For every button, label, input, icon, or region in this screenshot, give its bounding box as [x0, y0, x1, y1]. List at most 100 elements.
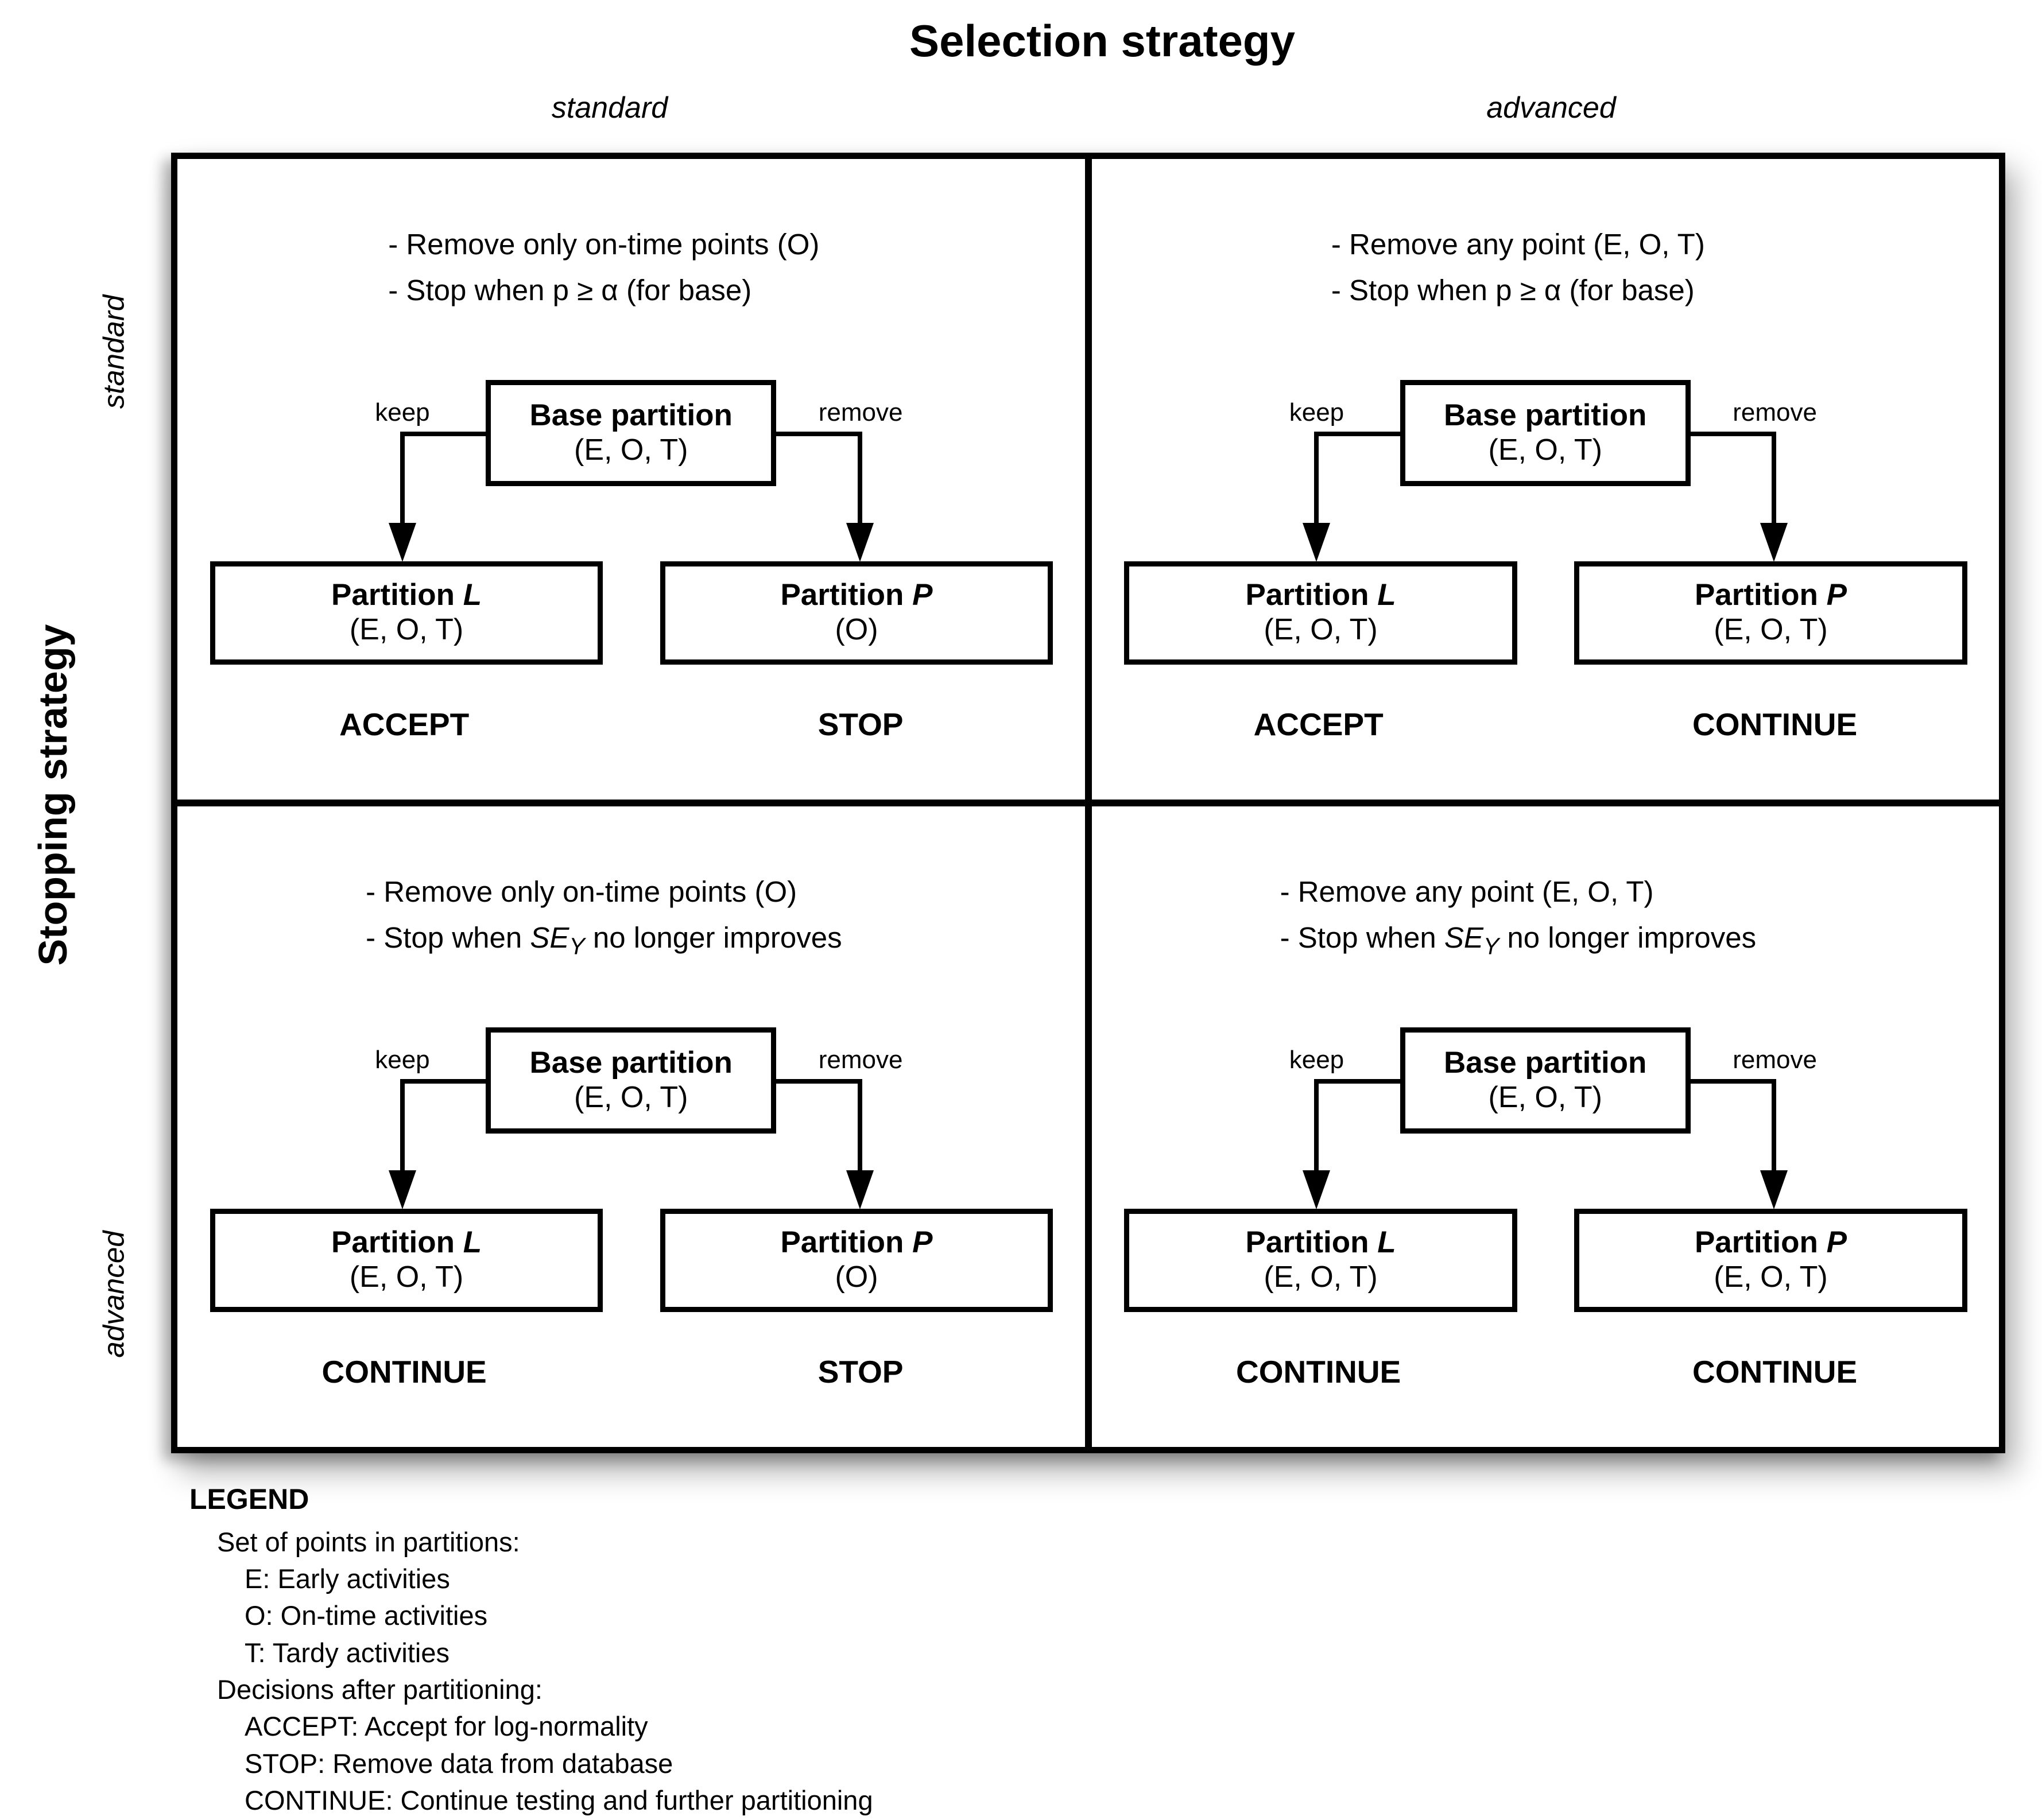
partition-p-set: (E, O, T) [1714, 1260, 1828, 1294]
column-label-standard: standard [551, 91, 668, 125]
base-partition-box: Base partition (E, O, T) [1400, 380, 1691, 487]
legend-line: Set of points in partitions: [217, 1526, 520, 1557]
base-partition-box: Base partition (E, O, T) [486, 1027, 777, 1134]
base-partition-box: Base partition (E, O, T) [1400, 1027, 1691, 1134]
legend-line: CONTINUE: Continue testing and further p… [245, 1785, 873, 1816]
keep-connector-horizontal [1316, 432, 1402, 437]
remove-connector-horizontal [775, 432, 861, 437]
decision-partition-l: ACCEPT [1253, 707, 1384, 743]
keep-arrowhead-icon [388, 1170, 416, 1209]
legend-line: E: Early activities [245, 1563, 450, 1594]
decision-partition-l: CONTINUE [1236, 1354, 1401, 1390]
remove-connector-vertical [1772, 1079, 1777, 1174]
partition-p-title: Partition P [780, 1225, 933, 1260]
row-label-advanced: advanced [97, 1231, 130, 1358]
partition-l-title: Partition L [1245, 1225, 1396, 1260]
decision-partition-l: ACCEPT [339, 707, 470, 743]
rule-stop: - Stop when SEY no longer improves [1280, 921, 1757, 960]
base-partition-box: Base partition (E, O, T) [486, 380, 777, 487]
remove-edge-label: remove [1733, 398, 1817, 427]
rule-remove: - Remove any point (E, O, T) [1331, 228, 1705, 261]
base-partition-title: Base partition [529, 398, 733, 433]
remove-edge-label: remove [818, 398, 903, 427]
base-partition-set: (E, O, T) [1488, 1081, 1602, 1115]
remove-connector-vertical [1772, 432, 1777, 527]
se-symbol: SE [1444, 921, 1483, 954]
keep-edge-label: keep [1289, 1046, 1344, 1074]
base-partition-title: Base partition [529, 1046, 733, 1080]
selection-strategy-title: Selection strategy [909, 15, 1295, 66]
quadrant-rules: - Remove any point (E, O, T) - Stop when… [1331, 222, 1705, 317]
remove-connector-horizontal [775, 1079, 861, 1084]
remove-connector-horizontal [1690, 1079, 1775, 1084]
partition-l-set: (E, O, T) [349, 1260, 464, 1294]
partition-p-box: Partition P (E, O, T) [1574, 561, 1967, 665]
decision-partition-p: CONTINUE [1692, 1354, 1858, 1390]
quadrant-rules: - Remove only on-time points (O) - Stop … [366, 869, 842, 965]
partition-p-set: (O) [835, 613, 878, 647]
base-partition-set: (E, O, T) [574, 1081, 688, 1115]
partition-l-box: Partition L (E, O, T) [210, 1208, 603, 1312]
rule-stop: - Stop when p ≥ α (for base) [388, 273, 752, 306]
base-partition-set: (E, O, T) [1488, 433, 1602, 467]
quadrant-rules: - Remove any point (E, O, T) - Stop when… [1280, 869, 1757, 965]
remove-connector-vertical [857, 432, 862, 527]
stopping-strategy-axis-label: Stopping strategy [30, 624, 75, 966]
quadrant-rules: - Remove only on-time points (O) - Stop … [388, 222, 819, 317]
remove-arrowhead-icon [1760, 1170, 1788, 1209]
keep-connector-vertical [400, 1079, 405, 1174]
se-symbol: SE [530, 921, 569, 954]
legend-line: O: On-time activities [245, 1600, 488, 1631]
rule-remove: - Remove only on-time points (O) [366, 875, 797, 909]
remove-arrowhead-icon [846, 1170, 874, 1209]
remove-arrowhead-icon [846, 522, 874, 562]
quadrant-standard-standard: - Remove only on-time points (O) - Stop … [177, 159, 1088, 803]
keep-connector-vertical [400, 432, 405, 527]
remove-arrowhead-icon [1760, 522, 1788, 562]
decision-partition-p: STOP [817, 707, 904, 743]
quadrant-standard-advanced: - Remove only on-time points (O) - Stop … [177, 803, 1088, 1447]
partition-p-box: Partition P (E, O, T) [1574, 1208, 1967, 1312]
keep-edge-label: keep [1289, 398, 1344, 427]
partition-l-set: (E, O, T) [1264, 613, 1378, 647]
keep-connector-horizontal [402, 1079, 488, 1084]
rule-remove: - Remove any point (E, O, T) [1280, 875, 1654, 909]
legend-line: Decisions after partitioning: [217, 1674, 543, 1705]
decision-partition-p: CONTINUE [1692, 707, 1858, 743]
partition-p-box: Partition P (O) [660, 561, 1053, 665]
remove-connector-horizontal [1690, 432, 1775, 437]
decision-partition-p: STOP [817, 1354, 904, 1390]
legend-line: STOP: Remove data from database [245, 1748, 673, 1779]
base-partition-set: (E, O, T) [574, 433, 688, 467]
keep-connector-vertical [1314, 1079, 1319, 1174]
remove-edge-label: remove [818, 1046, 903, 1074]
keep-arrowhead-icon [1303, 522, 1331, 562]
keep-connector-horizontal [1316, 1079, 1402, 1084]
partition-p-set: (E, O, T) [1714, 613, 1828, 647]
rule-stop: - Stop when p ≥ α (for base) [1331, 273, 1695, 306]
rule-remove: - Remove only on-time points (O) [388, 228, 820, 261]
decision-partition-l: CONTINUE [321, 1354, 487, 1390]
strategy-matrix: - Remove only on-time points (O) - Stop … [171, 153, 2005, 1453]
keep-connector-horizontal [402, 432, 488, 437]
partition-p-title: Partition P [1694, 578, 1847, 612]
base-partition-title: Base partition [1444, 398, 1647, 433]
legend-title: LEGEND [189, 1483, 309, 1515]
partition-l-box: Partition L (E, O, T) [1124, 561, 1517, 665]
rule-stop: - Stop when SEY no longer improves [366, 921, 842, 960]
partition-l-title: Partition L [1245, 578, 1396, 612]
partition-l-box: Partition L (E, O, T) [210, 561, 603, 665]
partition-l-set: (E, O, T) [1264, 1260, 1378, 1294]
keep-connector-vertical [1314, 432, 1319, 527]
legend-line: T: Tardy activities [245, 1637, 450, 1668]
keep-arrowhead-icon [1303, 1170, 1331, 1209]
legend-line: ACCEPT: Accept for log-normality [245, 1711, 648, 1742]
partition-p-title: Partition P [1694, 1225, 1847, 1260]
keep-arrowhead-icon [388, 522, 416, 562]
keep-edge-label: keep [375, 398, 430, 427]
row-label-standard: standard [97, 294, 130, 409]
partition-l-title: Partition L [331, 578, 482, 612]
partition-l-set: (E, O, T) [349, 613, 464, 647]
remove-connector-vertical [857, 1079, 862, 1174]
